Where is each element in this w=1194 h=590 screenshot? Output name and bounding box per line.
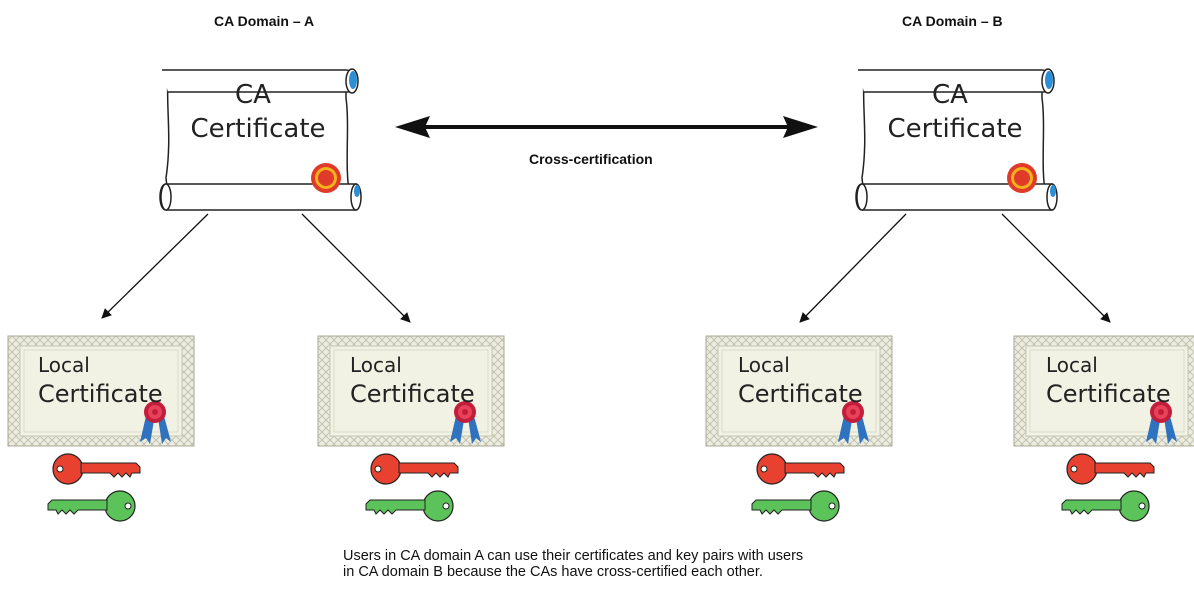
green-key-icon-a2	[365, 490, 454, 522]
diagram-caption: Users in CA domain A can use their certi…	[343, 548, 803, 580]
red-key-icon-b2	[1066, 453, 1155, 485]
ca-cert-line1-a: CA	[235, 80, 271, 110]
ca-cert-line2-b: Certificate	[887, 114, 1022, 144]
red-key-icon-a2	[370, 453, 459, 485]
domain-b-label: CA Domain – B	[902, 13, 1003, 29]
local-cert-line2-b2: Certificate	[1046, 380, 1171, 408]
caption-line-2: in CA domain B because the CAs have cros…	[343, 564, 763, 580]
ca-cert-line2-a: Certificate	[190, 114, 325, 144]
green-key-icon-b2	[1061, 490, 1150, 522]
cross-certification-arrow	[395, 116, 818, 138]
local-cert-line1-a2: Local	[350, 353, 402, 377]
domain-a-label: CA Domain – A	[214, 13, 315, 29]
red-key-icon-a1	[52, 453, 141, 485]
green-key-icon-b1	[751, 490, 840, 522]
ca-cert-line1-b: CA	[932, 80, 968, 110]
local-cert-line2-a2: Certificate	[350, 380, 475, 408]
local-cert-line1-a1: Local	[38, 353, 90, 377]
local-cert-line2-a1: Certificate	[38, 380, 163, 408]
issuance-arrows	[101, 213, 1111, 323]
cross-certification-label: Cross-certification	[529, 151, 653, 167]
green-key-icon-a1	[47, 490, 136, 522]
red-key-icon-b1	[756, 453, 845, 485]
local-cert-line1-b1: Local	[738, 353, 790, 377]
local-cert-line1-b2: Local	[1046, 353, 1098, 377]
local-cert-line2-b1: Certificate	[738, 380, 863, 408]
caption-line-1: Users in CA domain A can use their certi…	[343, 548, 804, 564]
